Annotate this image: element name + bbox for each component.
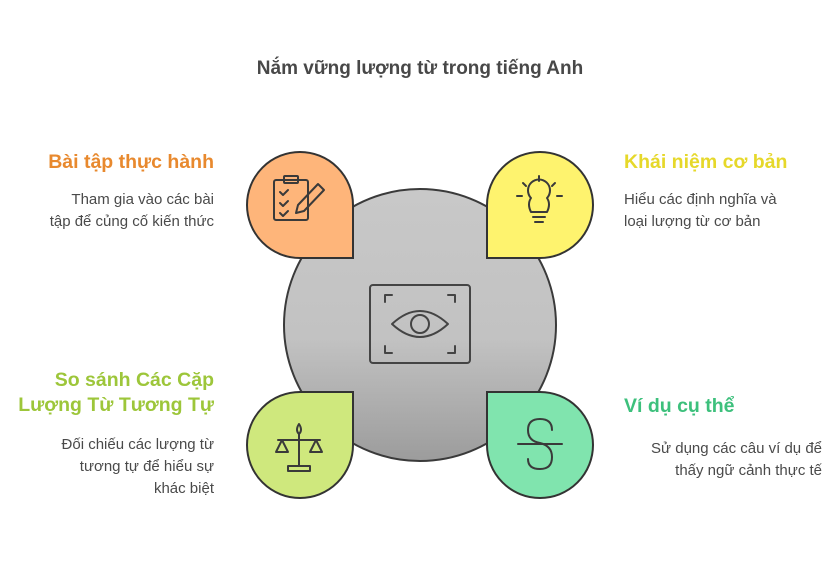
clipboard-pencil-icon <box>273 175 325 221</box>
petal-concepts <box>486 151 594 259</box>
desc-line: tập để củng cố kiến thức <box>49 213 214 230</box>
desc-compare: Đối chiếu các lượng từ tương tự để hiểu … <box>62 434 214 500</box>
balance-scale-icon <box>275 423 323 472</box>
heading-concepts: Khái niệm cơ bản <box>624 151 788 173</box>
desc-line: Sử dụng các câu ví dụ để <box>651 440 822 457</box>
petal-practice <box>246 151 354 259</box>
desc-line: Hiểu các định nghĩa và <box>624 191 777 208</box>
desc-line: Tham gia vào các bài <box>71 191 214 208</box>
heading-practice: Bài tập thực hành <box>48 151 214 173</box>
page-title: Nắm vững lượng từ trong tiếng Anh <box>256 58 584 79</box>
lightbulb-icon <box>516 175 563 223</box>
desc-line: Đối chiếu các lượng từ <box>61 436 214 453</box>
desc-examples: Sử dụng các câu ví dụ để thấy ngữ cảnh t… <box>651 438 822 482</box>
heading-compare: So sánh Các Cặp Lượng Từ Tương Tự <box>18 368 214 418</box>
eye-icon <box>369 284 471 364</box>
petal-compare <box>246 391 354 499</box>
petal-examples <box>486 391 594 499</box>
desc-practice: Tham gia vào các bài tập để củng cố kiến… <box>50 189 214 233</box>
desc-line: thấy ngữ cảnh thực tế <box>675 462 822 479</box>
heading-line: Lượng Từ Tương Tự <box>18 394 214 416</box>
desc-line: loại lượng từ cơ bản <box>624 213 761 230</box>
desc-line: khác biệt <box>153 480 214 497</box>
desc-concepts: Hiểu các định nghĩa và loại lượng từ cơ … <box>624 189 777 233</box>
strikethrough-s-icon <box>517 418 563 470</box>
heading-examples: Ví dụ cụ thể <box>624 395 735 417</box>
desc-line: tương tự để hiểu sự <box>79 458 214 475</box>
heading-line: So sánh Các Cặp <box>54 369 214 391</box>
